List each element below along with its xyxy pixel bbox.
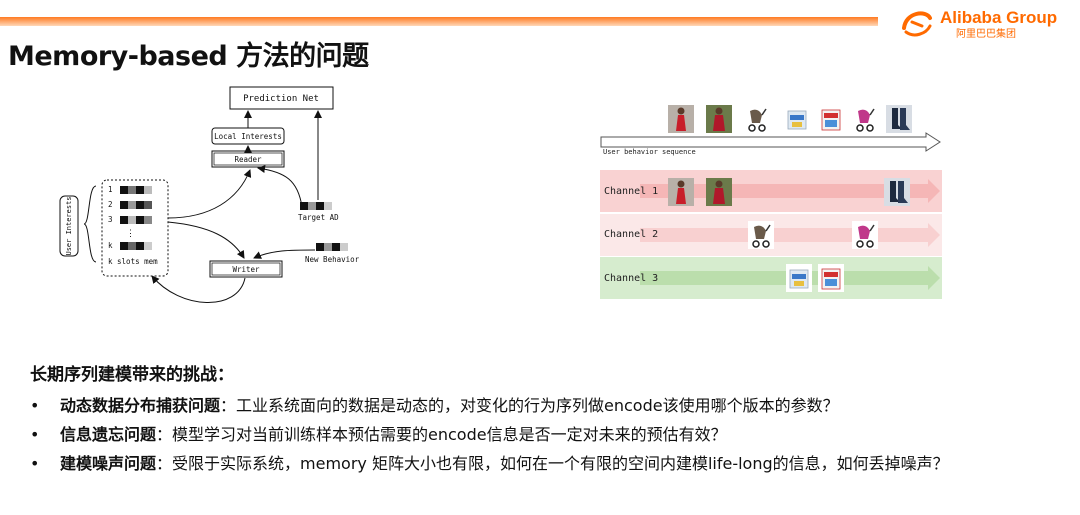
slot-label-2: 2: [108, 200, 113, 209]
brand-name-cn: 阿里巴巴集团: [956, 27, 1016, 40]
memory-network-diagram: Prediction Net Local Interests Reader Wr…: [59, 86, 360, 303]
channel-1-label: Channel 1: [604, 186, 659, 197]
behavior-sequence-items: [668, 105, 912, 133]
memory-slot-vectors: [120, 186, 152, 250]
diaper-item: [818, 105, 844, 133]
challenge-term: 建模噪声问题: [60, 454, 157, 473]
diaper-item: [818, 263, 844, 293]
user-interests-box: [59, 195, 79, 257]
red-dress-item: [706, 105, 732, 133]
slot-label-3: 3: [108, 215, 113, 224]
target-ad-vector: [300, 202, 332, 210]
alibaba-logo: Alibaba Group 阿里巴巴集团: [902, 8, 1057, 40]
red-dress-item: [668, 178, 694, 206]
bullet-dot: •: [30, 425, 40, 444]
writer-label: Writer: [232, 265, 260, 274]
brand-name: Alibaba Group: [940, 8, 1057, 27]
slot-ellipsis: ⋮: [126, 229, 135, 239]
channel-2-label: Channel 2: [604, 229, 659, 240]
stroller-item: [852, 105, 878, 133]
challenge-text: ：受限于实际系统，memory 矩阵大小也有限，如何在一个有限的空间内建模lif…: [156, 454, 949, 473]
user-interests-label: User Interests: [65, 196, 73, 255]
stroller-item: [744, 105, 770, 133]
stroller-item: [748, 220, 774, 250]
alibaba-smile-icon: [902, 11, 932, 37]
red-dress-item: [668, 105, 694, 133]
slots-caption: k slots mem: [108, 257, 158, 266]
challenge-text: ：工业系统面向的数据是动态的，对变化的行为序列做encode该使用哪个版本的参数…: [220, 396, 839, 415]
sequence-label: User behavior sequence: [603, 148, 696, 156]
slot-label-1: 1: [108, 185, 113, 194]
prediction-net-box: [229, 86, 334, 110]
diaper-item: [786, 263, 812, 293]
local-interests-label: Local Interests: [214, 132, 282, 141]
target-ad-label: Target AD: [298, 213, 339, 222]
challenges-section: 长期序列建模带来的挑战： • 动态数据分布捕获问题：工业系统面向的数据是动态的，…: [30, 360, 1070, 483]
challenge-item: • 动态数据分布捕获问题：工业系统面向的数据是动态的，对变化的行为序列做enco…: [30, 396, 1070, 425]
sequence-arrow: [600, 132, 941, 152]
interests-brace: [83, 185, 97, 263]
challenges-heading: 长期序列建模带来的挑战：: [30, 365, 234, 385]
bullet-dot: •: [30, 396, 40, 415]
challenge-term: 信息遗忘问题: [60, 425, 157, 444]
channel-3-label: Channel 3: [604, 273, 659, 284]
stroller-item: [852, 220, 878, 250]
diaper-item: [784, 105, 810, 133]
challenge-text: ：模型学习对当前训练样本预估需要的encode信息是否一定对未来的预估有效？: [156, 425, 727, 444]
challenge-term: 动态数据分布捕获问题: [60, 396, 221, 415]
slot-label-k: k: [108, 241, 113, 250]
header-accent-bar: [0, 17, 878, 26]
bullet-dot: •: [30, 454, 40, 473]
prediction-net-label: Prediction Net: [243, 94, 319, 104]
page-title: Memory-based 方法的问题: [8, 41, 369, 72]
new-behavior-vector: [316, 243, 348, 251]
boots-item: [884, 178, 910, 206]
reader-label: Reader: [234, 155, 262, 164]
red-dress-item: [706, 178, 732, 206]
writer-box: [209, 260, 283, 278]
boots-item: [886, 105, 912, 133]
challenge-item: • 建模噪声问题：受限于实际系统，memory 矩阵大小也有限，如何在一个有限的…: [30, 454, 1070, 483]
new-behavior-label: New Behavior: [305, 255, 360, 264]
channel-diagram: User behavior sequence: [600, 105, 942, 299]
challenge-item: • 信息遗忘问题：模型学习对当前训练样本预估需要的encode信息是否一定对未来…: [30, 425, 1070, 454]
